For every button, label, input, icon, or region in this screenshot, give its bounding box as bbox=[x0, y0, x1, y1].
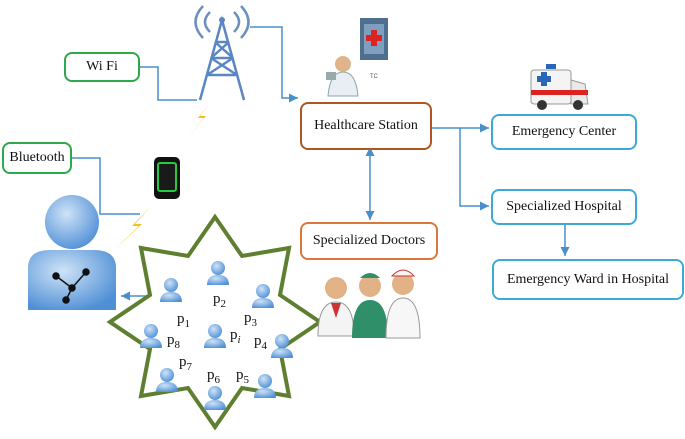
specialized-doctors-box: Specialized Doctors bbox=[300, 222, 438, 260]
patient-person-icon bbox=[254, 374, 276, 398]
wifi-label-box: Wi Fi bbox=[64, 52, 140, 82]
patient-label: p7 bbox=[179, 354, 193, 373]
lightning-phone-user-icon bbox=[114, 205, 152, 250]
patient-label: p8 bbox=[167, 332, 181, 351]
patient-person-icon bbox=[204, 324, 226, 348]
patient-person-icon bbox=[140, 324, 162, 348]
connector-bluetooth bbox=[72, 157, 140, 215]
patient-person-icon bbox=[160, 278, 182, 302]
emergency-ward-box: Emergency Ward in Hospital bbox=[492, 259, 684, 300]
bluetooth-label-box: Bluetooth bbox=[2, 142, 72, 174]
connector-tower-station bbox=[250, 26, 298, 103]
patient-label: p5 bbox=[236, 367, 250, 386]
patient-person-icon bbox=[252, 284, 274, 308]
ambulance-icon bbox=[530, 64, 589, 110]
emergency-center-box: Emergency Center bbox=[491, 114, 637, 150]
hospital-doctor-icon: TC bbox=[326, 18, 388, 97]
patient-label: p2 bbox=[213, 291, 226, 310]
healthcare-station-box: Healthcare Station bbox=[300, 102, 432, 150]
connectors bbox=[72, 26, 570, 301]
smartphone-icon bbox=[154, 157, 180, 199]
lightning-tower-phone-icon bbox=[186, 100, 212, 140]
antenna-tip-icon bbox=[219, 17, 225, 23]
patient-label: p6 bbox=[207, 367, 221, 386]
patient-person-icon bbox=[207, 261, 229, 285]
patient-person-icon bbox=[156, 368, 178, 392]
connector-wifi bbox=[140, 66, 197, 101]
doctors-group-icon bbox=[317, 269, 421, 339]
user-figure-icon bbox=[28, 195, 116, 310]
hospital-tag: TC bbox=[370, 74, 379, 80]
patient-person-icon bbox=[204, 386, 226, 410]
patient-label: p1 bbox=[177, 311, 190, 330]
patient-label: p4 bbox=[254, 333, 268, 352]
connector-station-hospital bbox=[459, 128, 489, 211]
patient-person-icon bbox=[271, 334, 293, 358]
specialized-hospital-box: Specialized Hospital bbox=[491, 189, 637, 225]
patient-label: pi bbox=[230, 327, 241, 346]
patient-label: p3 bbox=[244, 310, 258, 329]
patient-figures bbox=[140, 261, 293, 410]
